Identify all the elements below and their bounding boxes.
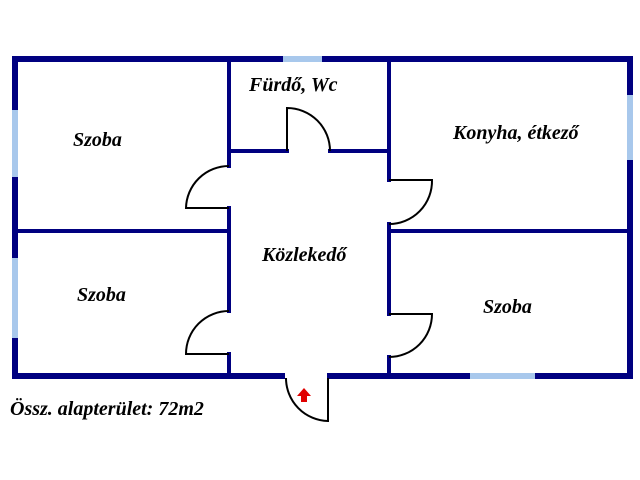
kitchen-door[interactable] [388,179,434,225]
interior-walls [13,57,632,378]
room-label-hallway: Közlekedő [261,244,348,266]
room-label-bathroom: Fürdő, Wc [248,74,338,96]
windows [12,56,633,379]
bedroom-bottom-left-door[interactable] [184,310,230,355]
bathroom-door[interactable] [286,106,331,152]
room-label-bedroom-top-left: Szoba [73,129,122,151]
entrance-door[interactable] [285,377,329,423]
total-area-label: Össz. alapterület: 72m2 [10,397,204,420]
doors [184,106,434,423]
entrance-arrow-icon [297,388,311,402]
bedroom-bottom-right-door[interactable] [388,313,434,358]
room-label-kitchen: Konyha, étkező [452,122,581,144]
room-label-bedroom-bottom-left: Szoba [77,284,126,306]
room-label-bedroom-bottom-right: Szoba [483,296,532,318]
outer-walls [12,56,633,379]
bedroom-top-left-door[interactable] [184,165,230,209]
